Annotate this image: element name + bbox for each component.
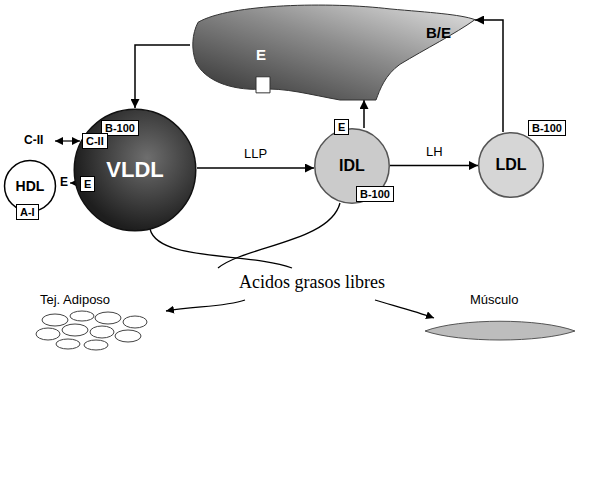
apoprotein-box: C-II xyxy=(82,133,108,149)
lipoprotein-name: HDL xyxy=(16,178,45,194)
apoprotein-name: E xyxy=(84,178,91,190)
lipoprotein-circle: HDLA-I xyxy=(4,160,56,212)
apoprotein-label: C-II xyxy=(24,133,43,147)
lipoprotein-circle: LDLB-100 xyxy=(478,132,544,198)
lipoprotein-name: LDL xyxy=(495,156,526,174)
flow-arrow xyxy=(390,165,478,167)
apoprotein-name: E xyxy=(338,121,345,133)
flow-arrow xyxy=(475,20,503,132)
apoprotein-label: E xyxy=(60,175,68,189)
tissue-label: Tej. Adiposo xyxy=(40,292,110,307)
apoprotein-box: B-100 xyxy=(528,120,566,136)
flow-arrow xyxy=(363,100,365,128)
release-curve xyxy=(218,203,340,268)
uptake-curve xyxy=(375,300,434,318)
apoprotein-name: B-100 xyxy=(105,122,135,134)
apoprotein-box: B-100 xyxy=(356,186,394,202)
flow-arrow xyxy=(135,45,190,108)
uptake-curve xyxy=(166,300,245,311)
adipose-cells xyxy=(36,311,147,350)
enzyme-label: LLP xyxy=(242,146,269,161)
release-curve xyxy=(150,229,292,268)
apoprotein-name: A-I xyxy=(20,206,35,218)
product-label: Acidos grasos libres xyxy=(239,272,385,293)
liver-outline xyxy=(190,0,475,100)
enzyme-label: LH xyxy=(424,144,445,159)
apoprotein-name: B-100 xyxy=(532,122,562,134)
receptor-name: E xyxy=(256,46,266,63)
exchange-arrow xyxy=(55,140,80,141)
lipoprotein-circle: VLDL B-100C-II E xyxy=(73,108,197,232)
lipoprotein-name: VLDL xyxy=(106,157,163,183)
apoprotein-name: C-II xyxy=(86,135,104,147)
lipoprotein-name: IDL xyxy=(339,157,365,175)
apoprotein-box: E xyxy=(334,119,349,135)
tissue-label: Músculo xyxy=(470,292,518,307)
apoprotein-name: B-100 xyxy=(360,188,390,200)
receptor-name: B/E xyxy=(426,24,451,41)
muscle-fiber xyxy=(425,321,575,340)
apoprotein-box: E xyxy=(80,176,95,192)
flow-arrow xyxy=(197,167,314,169)
liver-organ: E B/E xyxy=(190,0,475,100)
apoprotein-box: A-I xyxy=(16,204,39,220)
lipoprotein-circle: IDLEB-100 xyxy=(314,128,390,204)
